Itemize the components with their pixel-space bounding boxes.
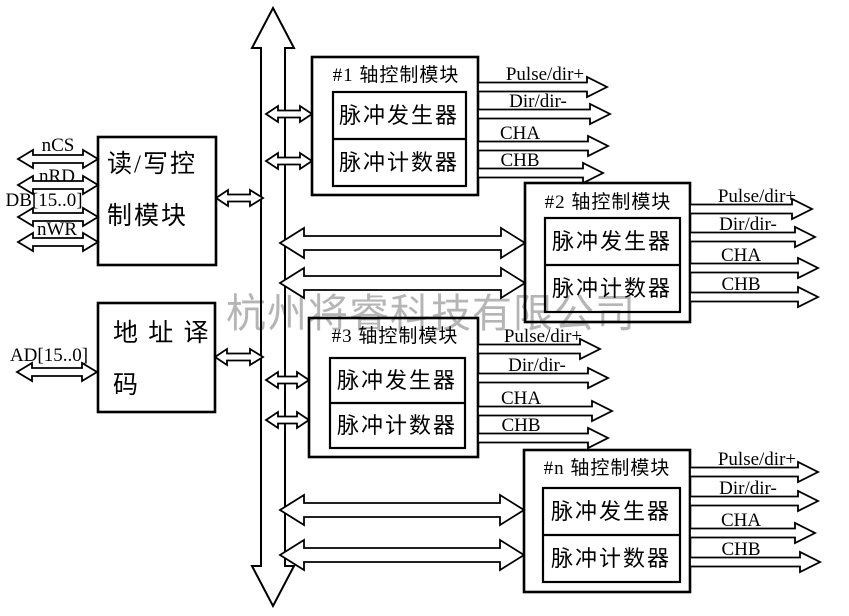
axis-module-n-output-arrow-dir bbox=[689, 489, 821, 513]
axis-module-2-output-arrow-pulse bbox=[689, 197, 815, 221]
axis-module-2-output-label-pulse: Pulse/dir+ bbox=[718, 186, 796, 207]
axis-module-n-box bbox=[522, 448, 692, 594]
axis-module-3-output-arrow-cha bbox=[477, 399, 615, 423]
axis-module-3-output-arrow-chb bbox=[477, 426, 611, 450]
signal-arrow-nrd bbox=[16, 174, 100, 196]
axis-module-2-output-arrow-cha bbox=[689, 256, 821, 280]
axis-module-1-output-arrow-chb bbox=[477, 161, 606, 185]
axis-module-2-counter-label: 脉冲计数器 bbox=[552, 276, 672, 301]
bus-link-arrow-module3-generator bbox=[264, 370, 311, 390]
axis-module-3-output-label-pulse: Pulse/dir+ bbox=[504, 326, 582, 347]
address-decoder-module: 地 址 译 码 AD[15..0] bbox=[10, 301, 265, 414]
axis-module-3: #3 轴控制模块 脉冲发生器 脉冲计数器 Pulse/dir+ Dir/dir-… bbox=[307, 316, 615, 459]
axis-module-n-title: #n 轴控制模块 bbox=[544, 457, 671, 479]
signal-label-ad: AD[15..0] bbox=[10, 345, 88, 366]
axis-module-3-output-label-dir: Dir/dir- bbox=[508, 355, 566, 376]
axis-module-2-output-label-cha: CHA bbox=[721, 245, 761, 266]
bus-link-arrow-module2-generator bbox=[278, 226, 527, 260]
axis-module-n-output-label-chb: CHB bbox=[721, 539, 760, 560]
axis-module-1-output-arrow-dir bbox=[477, 102, 613, 126]
axis-module-n-generator-label: 脉冲发生器 bbox=[551, 499, 671, 524]
bus-link-arrow-module1-generator bbox=[264, 104, 314, 124]
signal-arrow-ad bbox=[15, 361, 99, 383]
bus-link-arrow-modulen-generator bbox=[278, 493, 526, 527]
system-bus-arrow bbox=[250, 5, 296, 609]
axis-module-2-title: #2 轴控制模块 bbox=[545, 191, 672, 213]
axis-module-1-output-arrow-cha bbox=[477, 134, 611, 158]
rw-control-module-label-line1: 读/写控 bbox=[107, 150, 197, 178]
address-decoder-label-line2: 码 bbox=[113, 372, 140, 399]
axis-module-n-output-label-cha: CHA bbox=[721, 510, 761, 531]
host-signals: nCS nRD DB[15..0] nWR bbox=[5, 135, 100, 253]
address-decoder-label-line1: 地 址 译 bbox=[113, 319, 211, 347]
bus-link-arrow-module2-counter bbox=[278, 266, 527, 300]
rw-control-module-box bbox=[96, 135, 218, 267]
axis-module-1-counter-label: 脉冲计数器 bbox=[339, 150, 459, 175]
axis-module-3-counter-label: 脉冲计数器 bbox=[337, 413, 457, 438]
axis-module-3-output-label-cha: CHA bbox=[501, 388, 541, 409]
axis-module-2-output-label-dir: Dir/dir- bbox=[719, 214, 777, 235]
rw-control-module-label-line2: 制模块 bbox=[107, 202, 188, 230]
axis-module-n-counter-label: 脉冲计数器 bbox=[551, 546, 671, 571]
axis-module-n: #n 轴控制模块 脉冲发生器 脉冲计数器 Pulse/dir+ Dir/dir-… bbox=[522, 448, 823, 594]
signal-arrow-nwr bbox=[16, 231, 100, 253]
axis-module-1-output-label-cha: CHA bbox=[500, 123, 540, 144]
axis-module-1-output-label-dir: Dir/dir- bbox=[509, 91, 567, 112]
axis-module-3-generator-label: 脉冲发生器 bbox=[337, 368, 457, 393]
axis-module-1-generator-label: 脉冲发生器 bbox=[339, 103, 459, 128]
signal-label-ncs: nCS bbox=[42, 135, 75, 156]
axis-module-1-box bbox=[310, 55, 480, 197]
bus-link-arrow-module1-counter bbox=[264, 151, 314, 171]
axis-module-n-output-label-pulse: Pulse/dir+ bbox=[718, 449, 796, 470]
axis-module-2-output-arrow-chb bbox=[689, 285, 821, 309]
axis-module-1: #1 轴控制模块 脉冲发生器 脉冲计数器 Pulse/dir+ Dir/dir-… bbox=[310, 55, 613, 197]
signal-label-db: DB[15..0] bbox=[5, 190, 82, 211]
axis-module-2-output-label-chb: CHB bbox=[721, 274, 760, 295]
axis-module-n-output-label-dir: Dir/dir- bbox=[719, 478, 777, 499]
axis-module-1-output-arrow-pulse bbox=[477, 75, 610, 99]
axis-module-n-output-arrow-pulse bbox=[689, 460, 821, 484]
rw-control-module: 读/写控 制模块 bbox=[96, 135, 265, 267]
address-decoder-bus-arrow bbox=[213, 347, 265, 367]
axis-module-2-box bbox=[523, 181, 692, 324]
axis-module-1-output-label-chb: CHB bbox=[500, 150, 539, 171]
watermark-text: 杭州将睿科技有限公司 bbox=[226, 291, 636, 336]
axis-module-3-title: #3 轴控制模块 bbox=[332, 325, 459, 347]
axis-module-3-box bbox=[307, 316, 480, 459]
axis-module-n-output-arrow-cha bbox=[689, 521, 818, 545]
axis-module-n-output-arrow-chb bbox=[689, 550, 823, 574]
axis-module-2-output-arrow-dir bbox=[689, 225, 818, 249]
rw-module-bus-arrow bbox=[214, 188, 265, 208]
signal-arrow-ncs bbox=[16, 148, 100, 170]
signal-arrow-db bbox=[16, 206, 100, 228]
axis-module-3-output-arrow-dir bbox=[477, 366, 611, 390]
axis-module-3-output-label-chb: CHB bbox=[501, 415, 540, 436]
axis-module-1-output-label-pulse: Pulse/dir+ bbox=[506, 64, 584, 85]
axis-module-2: #2 轴控制模块 脉冲发生器 脉冲计数器 Pulse/dir+ Dir/dir-… bbox=[523, 181, 821, 324]
bus-link-arrow-module3-counter bbox=[264, 410, 311, 430]
axis-module-1-title: #1 轴控制模块 bbox=[333, 64, 460, 86]
bus-link-arrow-modulen-counter bbox=[278, 538, 526, 572]
signal-label-nwr: nWR bbox=[37, 219, 77, 240]
axis-module-3-output-arrow-pulse bbox=[477, 337, 603, 361]
axis-module-2-generator-label: 脉冲发生器 bbox=[552, 229, 672, 254]
